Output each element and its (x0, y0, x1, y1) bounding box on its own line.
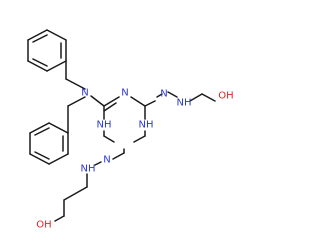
bond (144, 100, 156, 107)
bond (156, 93, 163, 98)
benzyl-linkers (65, 60, 86, 134)
ring-nitrogen-label: N (121, 88, 128, 99)
bond (103, 135, 115, 143)
bond (65, 78, 86, 90)
double-bond-inner (32, 34, 48, 43)
lower-hydrazo-nh-label: NH (81, 164, 96, 175)
double-bond-inner (34, 151, 50, 160)
bond (90, 95, 105, 107)
bond (46, 29, 67, 41)
amine-nitrogen-label: N (81, 88, 88, 99)
lower-hydrazo-nitrogen-label: N (103, 155, 110, 166)
lower-hydrazinoethanol-chain (54, 148, 125, 222)
double-bond-inner (32, 58, 48, 67)
ring-nh-left-label: NH (97, 120, 112, 131)
bond (130, 96, 146, 107)
benzene-ring-upper (27, 29, 67, 72)
bond (67, 96, 86, 107)
bond (48, 122, 69, 134)
bond (103, 96, 120, 107)
bond (133, 135, 146, 143)
bond (112, 152, 125, 160)
upper-hydrazinoethanol-chain (144, 91, 216, 107)
upper-hydroxyl-label: OH (218, 91, 233, 102)
upper-hydrazo-nh-label: NH (177, 98, 192, 109)
bond (29, 122, 50, 134)
lower-hydroxyl-label: OH (36, 220, 51, 231)
benzene-ring-lower (29, 122, 69, 165)
bond (27, 60, 48, 72)
bond (46, 60, 67, 72)
bond (189, 93, 203, 102)
bond (63, 186, 88, 201)
triazine-ring (90, 95, 146, 143)
chemical-structure: N N NH NH N NH OH N NH OH (27, 29, 234, 231)
bond (54, 215, 65, 222)
bond (167, 91, 178, 98)
double-bond-inner (34, 127, 50, 136)
bond (94, 161, 102, 166)
bond (201, 93, 216, 102)
ring-nh-right-label: NH (139, 120, 154, 131)
bond (48, 153, 69, 165)
bond (29, 153, 50, 165)
upper-hydrazo-nitrogen-label: N (160, 89, 167, 100)
double-bond-inner (103, 102, 117, 112)
bond (27, 29, 48, 41)
